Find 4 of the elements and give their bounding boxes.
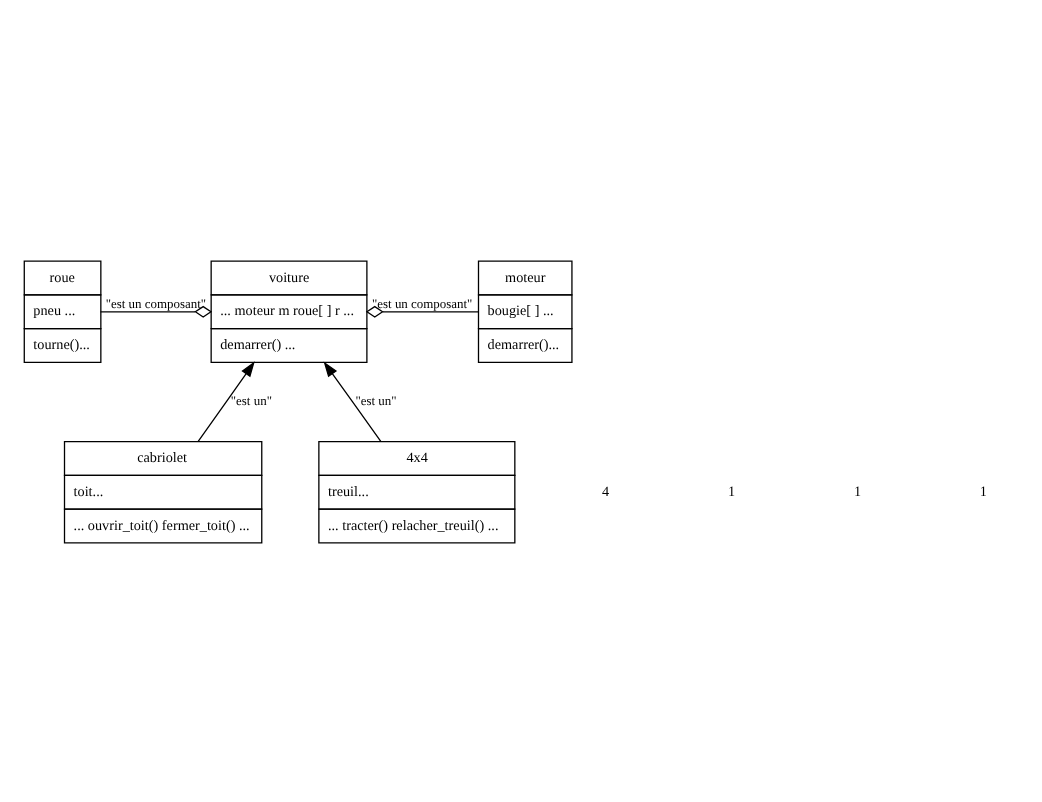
arrow [323, 360, 382, 441]
connector [365, 304, 479, 317]
arrow [197, 360, 255, 441]
connector [99, 304, 213, 317]
